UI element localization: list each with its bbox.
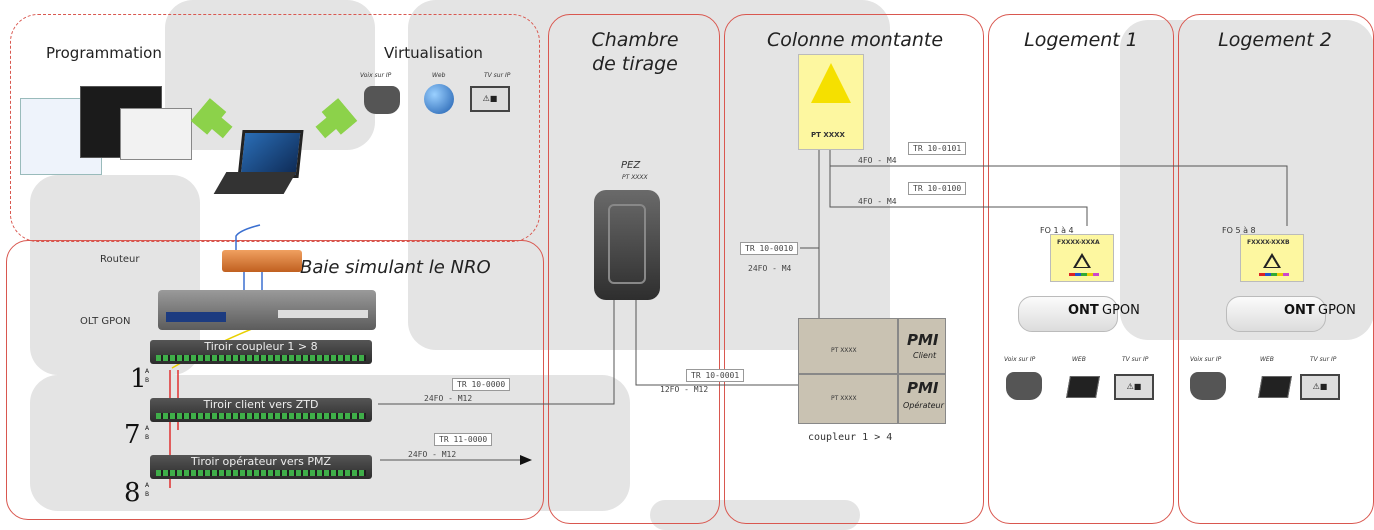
drawer-client-label: Tiroir client vers ZTD xyxy=(203,398,319,411)
log2-pto-box: FXXXX-XXXB xyxy=(1240,234,1304,282)
pt-riser-box: PT XXXX xyxy=(798,54,864,150)
title-logement1: Logement 1 xyxy=(1024,29,1138,51)
tag-tr-11-0000: TR 11-0000 xyxy=(434,433,493,446)
log1-ont-device xyxy=(1018,296,1118,332)
wiring-diagram xyxy=(169,150,1288,488)
pmi-client-box: PT XXXX xyxy=(798,318,898,374)
pmi-client-title: PMI xyxy=(907,331,939,349)
log1-pto-box: FXXXX-XXXA xyxy=(1050,234,1114,282)
tv-small-label: TV sur IP xyxy=(484,72,511,79)
voip-small-label: Voix sur IP xyxy=(360,72,392,79)
olt-label: OLT GPON xyxy=(80,316,131,327)
drawer-coupleur: Tiroir coupleur 1 > 8 xyxy=(150,340,372,364)
row-a-1: A xyxy=(145,368,150,375)
pt-riser-label: PT XXXX xyxy=(811,131,845,139)
tag-tr-10-0100: TR 10-0100 xyxy=(908,182,967,195)
log2-gpon-label: GPON xyxy=(1318,303,1356,318)
arrow-head-icon xyxy=(520,455,532,465)
pmi-client-side: PMI Client xyxy=(898,318,946,374)
row-b-8: B xyxy=(145,491,150,498)
log1-fo-label: FO 1 à 4 xyxy=(1040,226,1074,235)
log2-ont-label: ONT xyxy=(1284,303,1315,318)
log2-fo-label: FO 5 à 8 xyxy=(1222,226,1256,235)
tag-sub-tr-10-0000: 24FO - M12 xyxy=(424,394,473,403)
log1-phone-icon xyxy=(1006,372,1042,400)
laser-warning-icon xyxy=(811,63,851,103)
drawer-operateur-label: Tiroir opérateur vers PMZ xyxy=(190,455,332,468)
coupleur-label: coupleur 1 > 4 xyxy=(808,432,893,443)
log2-ont-device xyxy=(1226,296,1326,332)
virtualisation-label: Virtualisation xyxy=(384,44,483,62)
log1-ont-label: ONT xyxy=(1068,303,1099,318)
tag-tr-10-0010: TR 10-0010 xyxy=(740,242,799,255)
pmi-pt2-label: PT XXXX xyxy=(831,395,857,402)
log1-pto-label: FXXXX-XXXA xyxy=(1057,239,1100,246)
title-logement2: Logement 2 xyxy=(1218,29,1332,51)
programmation-label: Programmation xyxy=(46,44,162,62)
router-icon xyxy=(222,250,302,272)
title-colonne: Colonne montante xyxy=(766,29,944,51)
pmi-operateur-title: PMI xyxy=(907,379,939,397)
row-number-1: 1 xyxy=(130,364,147,394)
row-a-8: A xyxy=(145,482,150,489)
log1-laptop-icon xyxy=(1066,376,1100,398)
log2-tv-label: TV sur IP xyxy=(1310,356,1337,363)
title-chambre: Chambre de tirage xyxy=(591,29,679,75)
pmi-operateur-side: PMI Opérateur xyxy=(898,374,946,424)
tag-sub-tr-10-0010: 24FO - M4 xyxy=(748,264,792,273)
pez-label: PEZ xyxy=(621,160,641,171)
log2-web-label: WEB xyxy=(1260,356,1274,363)
routeur-label: Routeur xyxy=(100,254,140,265)
log2-tv-icon: ⚠■ xyxy=(1300,374,1340,400)
drawer-operateur: Tiroir opérateur vers PMZ xyxy=(150,455,372,479)
log2-phone-icon xyxy=(1190,372,1226,400)
tag-sub-tr-10-0001: 12FO - M12 xyxy=(660,385,709,394)
tag-sub-tr-10-0101: 4FO - M4 xyxy=(858,156,897,165)
olt-device xyxy=(158,290,376,330)
log1-voip-label: Voix sur IP xyxy=(1004,356,1036,363)
pmi-operateur-box: PT XXXX xyxy=(798,374,898,424)
laptop-icon xyxy=(213,130,304,200)
tag-tr-10-0000: TR 10-0000 xyxy=(452,378,511,391)
title-baie: Baie simulant le NRO xyxy=(300,257,491,278)
log1-warning-icon xyxy=(1073,253,1091,268)
row-a-7: A xyxy=(145,425,150,432)
globe-icon xyxy=(424,84,454,114)
zone-programmation xyxy=(10,14,540,242)
log1-gpon-label: GPON xyxy=(1102,303,1140,318)
drawer-coupleur-label: Tiroir coupleur 1 > 8 xyxy=(204,340,318,353)
row-number-7: 7 xyxy=(124,420,141,450)
bg-blob-bottom-left xyxy=(30,375,630,511)
log2-laptop-icon xyxy=(1258,376,1292,398)
log1-web-label: WEB xyxy=(1072,356,1086,363)
pez-box xyxy=(594,190,660,300)
bg-blob-right xyxy=(1120,20,1374,340)
log1-tv-label: TV sur IP xyxy=(1122,356,1149,363)
log2-pto-label: FXXXX-XXXB xyxy=(1247,239,1290,246)
log1-tv-icon: ⚠■ xyxy=(1114,374,1154,400)
tag-sub-tr-10-0100: 4FO - M4 xyxy=(858,197,897,206)
software-screenshots xyxy=(20,78,192,178)
log2-voip-label: Voix sur IP xyxy=(1190,356,1222,363)
drawer-client: Tiroir client vers ZTD xyxy=(150,398,372,422)
pmi-operateur-sub: Opérateur xyxy=(903,401,944,410)
row-number-8: 8 xyxy=(124,478,141,508)
pez-sub-label: PT XXXX xyxy=(622,174,648,181)
tag-sub-tr-11-0000: 24FO - M12 xyxy=(408,450,457,459)
tag-tr-10-0001: TR 10-0001 xyxy=(686,369,745,382)
phone-icon xyxy=(364,86,400,114)
pmi-pt1-label: PT XXXX xyxy=(831,347,857,354)
row-b-1: B xyxy=(145,377,150,384)
tag-tr-10-0101: TR 10-0101 xyxy=(908,142,967,155)
pmi-client-sub: Client xyxy=(913,351,937,360)
web-small-label: Web xyxy=(432,72,446,79)
tv-icon: ⚠■ xyxy=(470,86,510,112)
row-b-7: B xyxy=(145,434,150,441)
log2-warning-icon xyxy=(1263,253,1281,268)
